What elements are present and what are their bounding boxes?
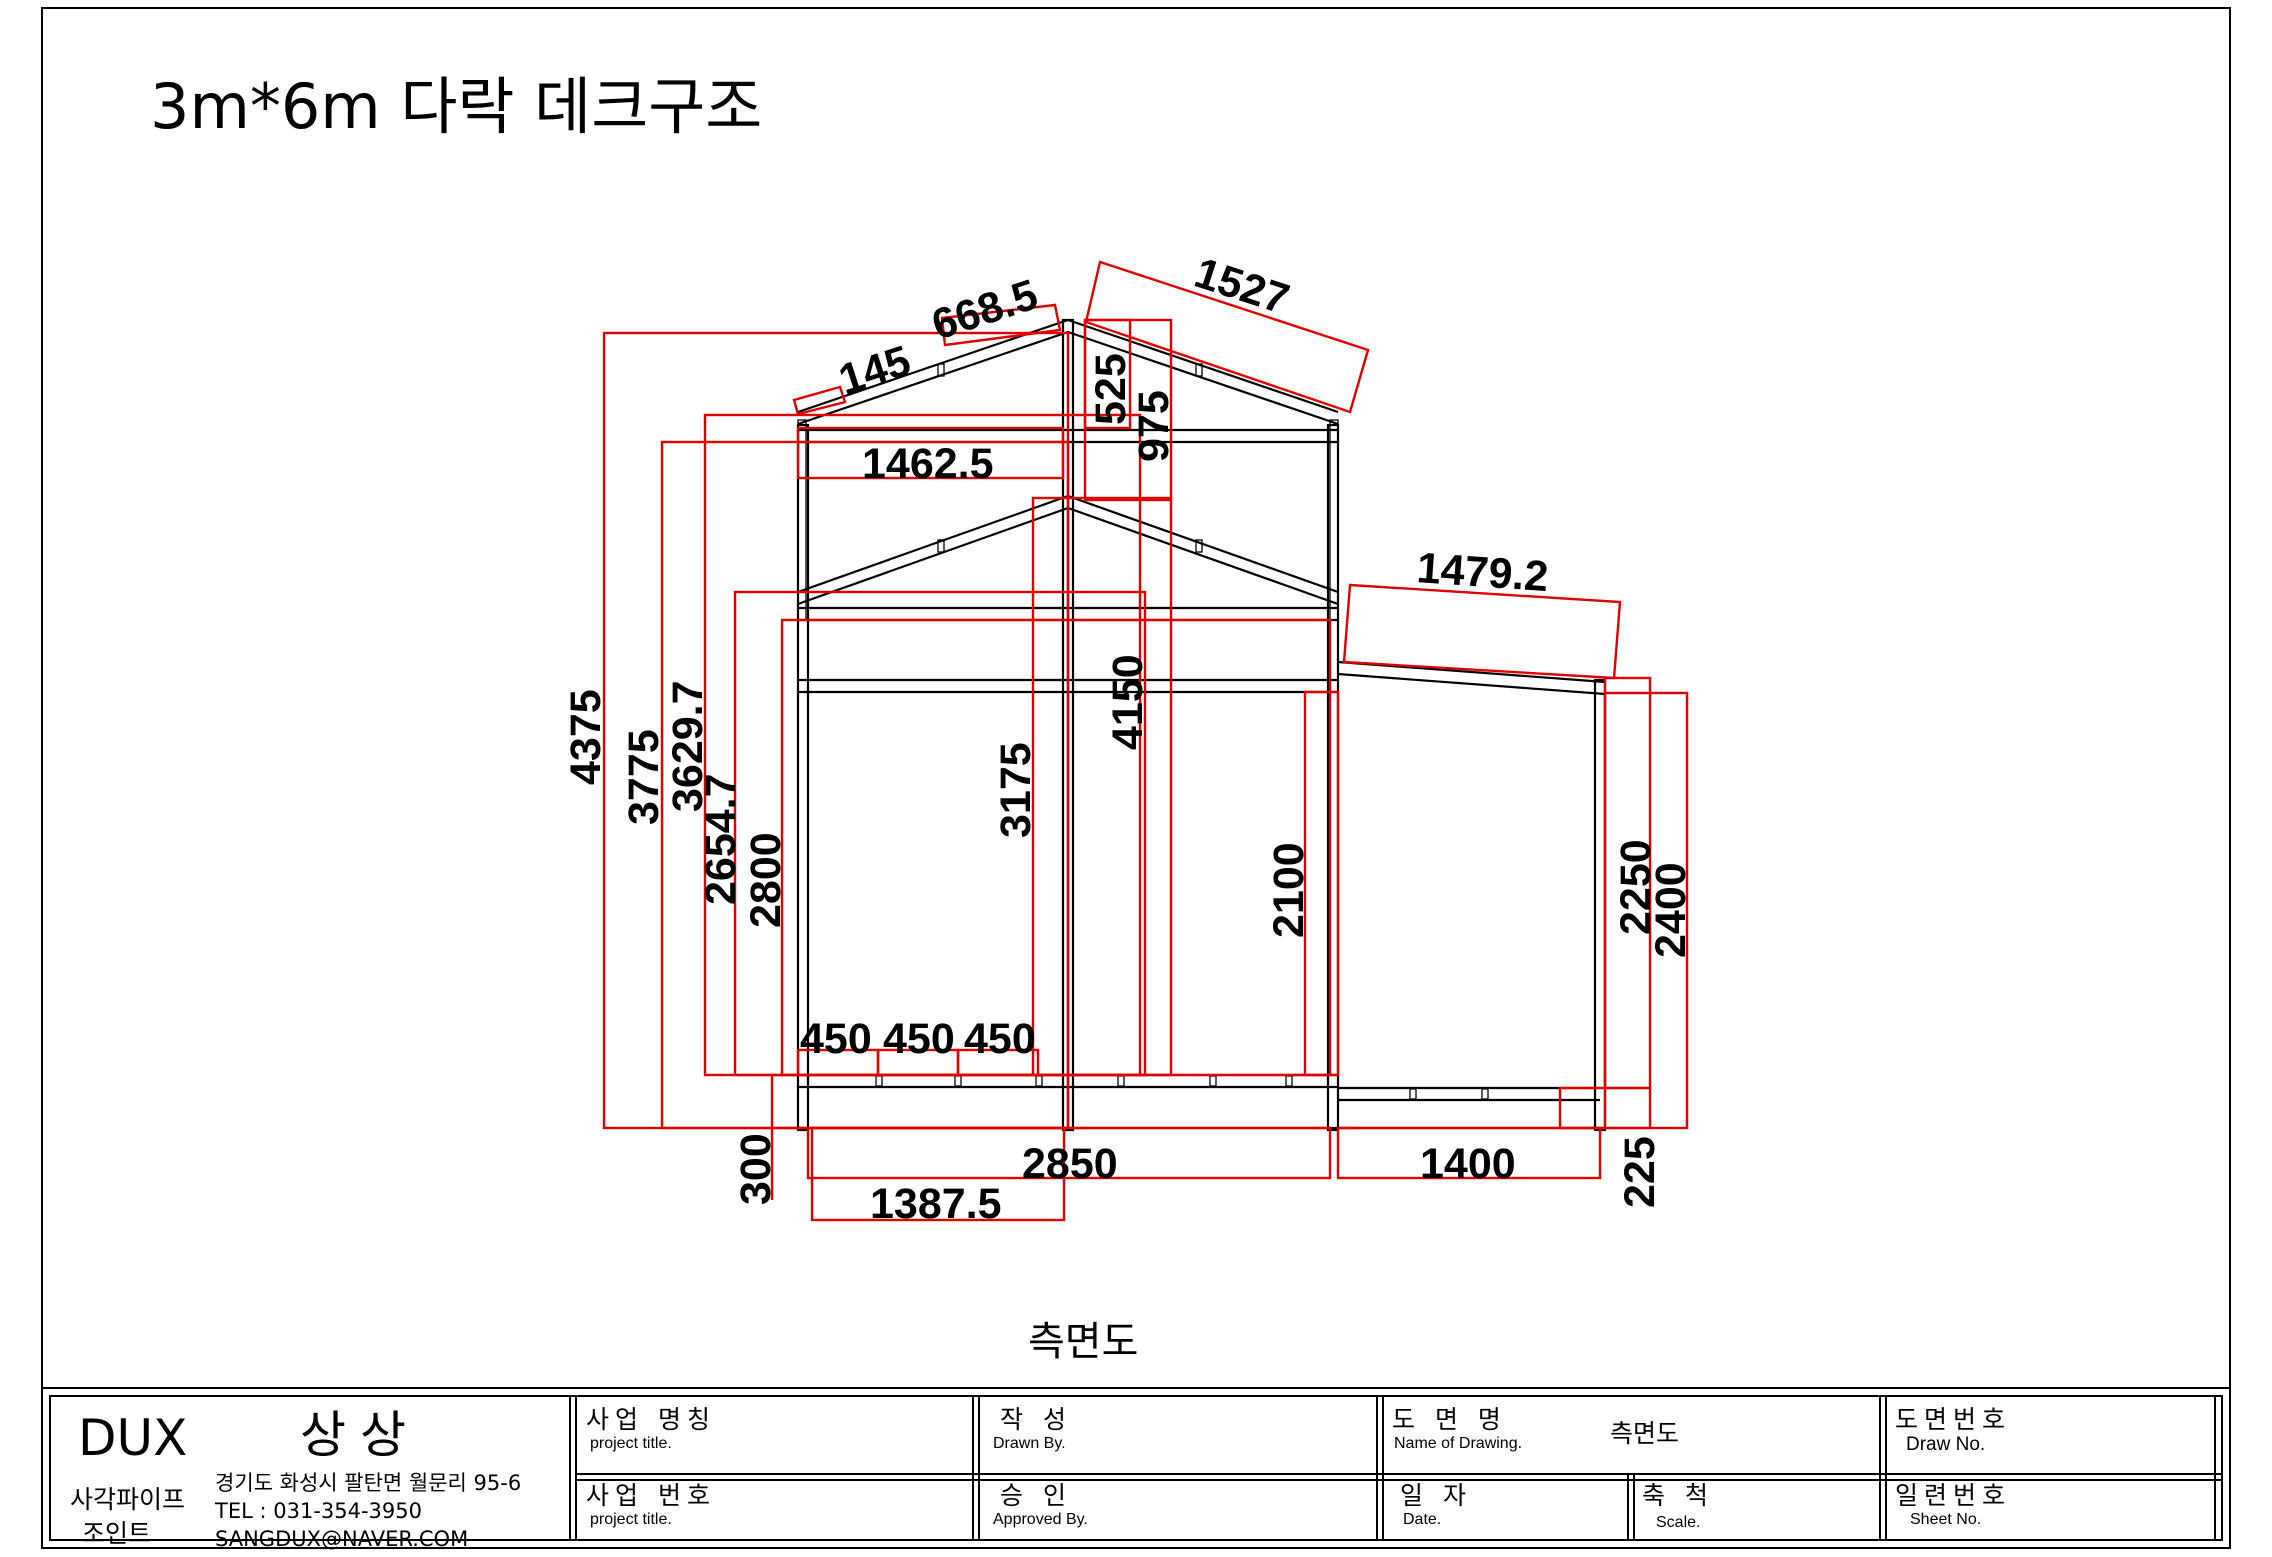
drawing-name-sub: Name of Drawing.: [1394, 1435, 1522, 1452]
draw-no-label: 도면번호: [1895, 1405, 2011, 1434]
dim-box-450c: [956, 1048, 1040, 1077]
dim-box-525: [1083, 318, 1132, 430]
dim-box-1400: [1336, 1126, 1602, 1180]
dimension-lines: [602, 260, 1689, 1222]
company-name: DUX: [78, 1409, 187, 1467]
dim-box-1387: [810, 1126, 1066, 1222]
dim-225: 225: [1616, 1136, 1664, 1208]
dim-668-5: 668.5: [926, 271, 1043, 350]
dim-450-c: 450: [964, 1015, 1036, 1063]
dim-145: 145: [833, 337, 916, 405]
upper-right-stub: [1329, 419, 1339, 621]
title-block-frame: [49, 1395, 2223, 1541]
left-post: [796, 423, 810, 1132]
drawing-title: 3m*6m 다락 데크구조: [150, 70, 762, 143]
approved-sub: Approved By.: [993, 1511, 1088, 1528]
product-line-2: 조인트: [82, 1519, 151, 1548]
dim-2654-7: 2654.7: [697, 773, 745, 905]
dim-4150: 4150: [1104, 654, 1152, 750]
project-no-label: 사업 번호: [586, 1481, 716, 1510]
dim-box-1527: [1084, 260, 1370, 414]
dim-525: 525: [1087, 353, 1135, 425]
dim-box-1479: [1342, 583, 1622, 680]
dim-box-2850: [806, 1126, 1332, 1180]
drawn-label: 작 성: [1000, 1405, 1072, 1434]
sheet-border: [41, 7, 2231, 1549]
scale-label: 축 척: [1642, 1481, 1714, 1510]
company-tel: TEL : 031-354-3950: [214, 1499, 422, 1523]
project-no-sub: project title.: [590, 1511, 672, 1528]
draw-no-sub: Draw No.: [1906, 1434, 1985, 1455]
dim-1462-5: 1462.5: [862, 440, 994, 488]
deck-end-post: [1593, 678, 1607, 1132]
dim-300: 300: [732, 1133, 780, 1205]
drawing-name-label: 도 면 명: [1392, 1405, 1507, 1434]
dim-2100: 2100: [1265, 842, 1313, 938]
dim-975: 975: [1130, 390, 1178, 462]
drawing-name-value: 측면도: [1610, 1419, 1679, 1448]
dim-450-a: 450: [800, 1015, 872, 1063]
dim-1387-5: 1387.5: [870, 1180, 1002, 1228]
dim-4375: 4375: [562, 689, 610, 785]
drawn-sub: Drawn By.: [993, 1435, 1066, 1452]
dim-box-2100: [1303, 690, 1340, 1077]
dim-2800: 2800: [742, 832, 790, 928]
dim-2400: 2400: [1647, 862, 1695, 958]
dim-3629-7: 3629.7: [664, 680, 712, 812]
view-label: 측면도: [1028, 1319, 1138, 1365]
dim-3175: 3175: [992, 742, 1040, 838]
title-block: DUX 상상 사각파이프 조인트 경기도 화성시 팔탄면 월문리 95-6 TE…: [42, 1387, 2230, 1551]
product-line-1: 사각파이프: [70, 1485, 185, 1514]
dim-450-b: 450: [883, 1015, 955, 1063]
dim-box-668: [940, 303, 1062, 347]
date-sub: Date.: [1403, 1511, 1441, 1528]
approved-label: 승 인: [1000, 1481, 1072, 1510]
sheet-no-sub: Sheet No.: [1910, 1511, 1981, 1528]
dim-1400: 1400: [1420, 1140, 1516, 1188]
dim-2850: 2850: [1022, 1140, 1118, 1188]
company-address: 경기도 화성시 팔탄면 월문리 95-6: [215, 1471, 521, 1495]
dim-box-2654: [733, 590, 1147, 1077]
dim-box-3629: [703, 413, 1142, 1077]
dim-box-145: [792, 385, 847, 416]
dim-box-2800: [780, 618, 1332, 1077]
sheet-no-label: 일련번호: [1895, 1481, 2011, 1510]
dim-box-225: [1558, 1086, 1652, 1130]
dim-1479-2: 1479.2: [1415, 544, 1550, 601]
company-korean: 상상: [300, 1406, 420, 1464]
dim-box-1462: [796, 426, 1065, 480]
dim-3775: 3775: [620, 729, 668, 825]
deck-roof-bottom: [1337, 672, 1606, 696]
dim-box-3175: [1031, 496, 1173, 1077]
project-name-sub: project title.: [590, 1435, 672, 1452]
dim-2250: 2250: [1612, 839, 1660, 935]
dim-1527: 1527: [1189, 249, 1295, 324]
upper-roof: [797, 318, 1339, 414]
dimension-labels: 145 668.5 1527 525 975 1462.5 1479.2 437…: [562, 249, 1695, 1228]
date-label: 일 자: [1400, 1481, 1472, 1510]
project-name-label: 사업 명칭: [586, 1405, 716, 1434]
scale-sub: Scale.: [1656, 1514, 1700, 1531]
company-email: SANGDUX@NAVER.COM: [215, 1527, 468, 1551]
